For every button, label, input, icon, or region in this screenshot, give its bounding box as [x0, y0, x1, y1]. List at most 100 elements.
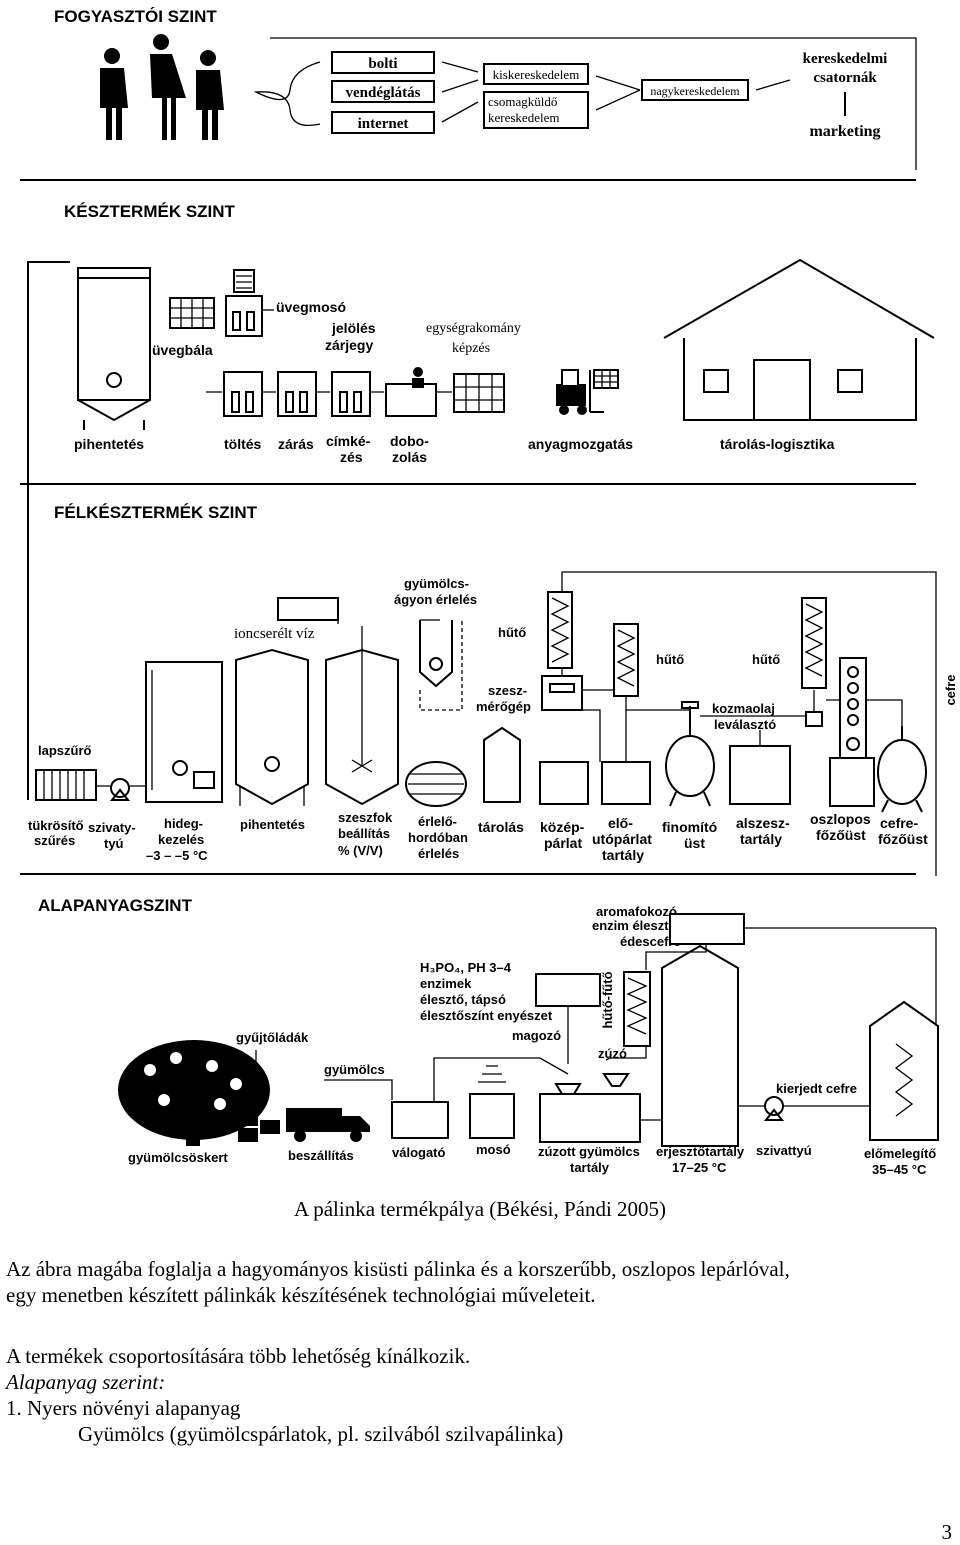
channel-box-internet — [331, 111, 435, 134]
level-title-finished: KÉSZTERMÉK SZINT — [64, 202, 236, 221]
wholesale-label: nagykereskedelem — [650, 84, 740, 98]
fermentation-tank — [661, 944, 739, 1147]
retail-label: kiskereskedelem — [493, 67, 580, 82]
wholesale-arrows — [595, 75, 641, 111]
channel-box-hospitality — [331, 80, 435, 103]
label-cold-1: hideg- — [164, 816, 203, 831]
consumer-figures — [100, 34, 224, 140]
label-heat-cool: hűtő-fűtő — [600, 971, 615, 1028]
label-aroma-1: aromafokozó — [596, 904, 677, 919]
label-closing: zárás — [278, 436, 314, 452]
label-storage-logistics: tárolás-logisztika — [720, 436, 835, 452]
heat-cool-coil — [623, 971, 651, 1047]
label-orchard: gyümölcsöskert — [128, 1150, 228, 1165]
label-fruit-bed-1: gyümölcs- — [404, 576, 469, 591]
bottle-washer-icon — [225, 269, 263, 337]
label-pump-1: szivaty- — [88, 820, 136, 835]
label-storing: tárolás — [478, 819, 524, 835]
label-bottle-washer: üvegmosó — [276, 299, 346, 315]
label-middle-2: párlat — [544, 835, 582, 851]
label-additives-1: H₃PO₄, PH 3–4 — [420, 960, 512, 975]
label-additives-2: enzimek — [420, 976, 472, 991]
mail-order-box — [483, 91, 589, 129]
trade-channels-2: csatornák — [813, 70, 877, 86]
maturation-barrel — [405, 761, 467, 807]
fruit-bed-tank — [419, 620, 463, 711]
label-crates: gyűjtőládák — [236, 1030, 309, 1045]
aroma-dosing-box — [669, 913, 745, 945]
label-labeling-op-1: címké- — [326, 433, 371, 449]
cooler-coil-1 — [547, 591, 573, 669]
label-resting: pihentetés — [74, 436, 144, 452]
label-mirror-1: tükrösítő — [28, 818, 84, 833]
paragraph-2-text: A termékek csoportosítására több lehetős… — [6, 1344, 471, 1368]
label-fruit: gyümölcs — [324, 1062, 385, 1077]
raw-top-pipes — [645, 927, 937, 1000]
crushed-fruit-tank — [539, 1073, 641, 1143]
label-preheat-2: 35–45 °C — [872, 1162, 927, 1177]
semi-connecting-pipes — [561, 668, 903, 762]
trade-arrow — [755, 79, 791, 91]
subheading-raw-material: Alapanyag szerint: — [6, 1370, 166, 1394]
label-cooler-1: hűtő — [498, 625, 526, 640]
label-low-tank-2: tartály — [740, 831, 782, 847]
delivery-truck-icon — [286, 1108, 370, 1142]
label-spent-mash: kierjedt cefre — [776, 1081, 857, 1096]
label-bottle-bale: üvegbála — [152, 342, 213, 358]
paragraph-2: A termékek csoportosítására több lehetős… — [6, 1343, 956, 1447]
label-resting-semi: pihentetés — [240, 817, 305, 832]
label-filling: töltés — [224, 436, 262, 452]
storage-tank — [483, 726, 521, 803]
label-sorter: válogató — [392, 1145, 446, 1160]
paragraph-1-line-1: Az ábra magába foglalja a hagyományos ki… — [6, 1257, 790, 1281]
label-labeling-op-2: zés — [340, 449, 363, 465]
sorting-table — [391, 1101, 449, 1139]
channel-arrows — [441, 61, 479, 123]
raw-conveyor-lines — [433, 1046, 647, 1102]
label-unit-load-1: egységrakomány — [426, 321, 521, 336]
fusel-separator — [805, 711, 823, 727]
paragraph-1-line-2: egy menetben készített pálinkák készítés… — [6, 1283, 596, 1307]
pump-icon-raw — [763, 1096, 785, 1121]
semi-to-finished-line — [27, 261, 70, 800]
label-column-1: oszlopos — [810, 811, 871, 827]
label-preheat-1: előmelegítő — [864, 1146, 936, 1161]
labeling-station — [331, 371, 371, 417]
level-title-consumer: FOGYASZTÓI SZINT — [54, 7, 217, 26]
list-item-1-sub: Gyümölcs (gyümölcspárlatok, pl. szilvábó… — [78, 1422, 564, 1446]
label-fusel-1: kozmaolaj — [712, 701, 775, 716]
retail-box — [483, 63, 589, 85]
mail-order-label-1: csomagküldő — [488, 94, 557, 109]
ion-water-box — [277, 597, 339, 621]
label-boxing-2: zolás — [392, 449, 427, 465]
unit-load-pallet — [453, 373, 505, 413]
label-boxing-1: dobo- — [390, 433, 429, 449]
label-alc-meter-1: szesz- — [488, 683, 527, 698]
label-destoner: magozó — [512, 1028, 561, 1043]
bottle-bale-icon — [169, 297, 215, 329]
list-item-1: 1. Nyers növényi alapanyag — [6, 1396, 241, 1420]
label-ferment-1: erjesztőtartály — [656, 1144, 745, 1159]
label-crushed-2: tartály — [570, 1160, 610, 1175]
low-wine-tank — [729, 745, 791, 805]
channel-hospitality: vendéglátás — [346, 85, 421, 101]
pump-icon-semi — [109, 778, 131, 801]
warehouse-icon — [663, 258, 935, 421]
label-refiner-1: finomító — [662, 819, 717, 835]
cold-treatment-tank — [145, 661, 223, 803]
consumer-feedback-line — [270, 37, 917, 170]
channels-brace — [253, 61, 321, 127]
channel-internet: internet — [358, 116, 409, 132]
mash-still — [877, 726, 927, 813]
label-abv-2: beállítás — [338, 826, 390, 841]
label-pump-2: tyú — [104, 836, 124, 851]
label-alc-meter-2: mérőgép — [476, 699, 531, 714]
cooler-coil-3 — [801, 597, 827, 689]
channel-shop: bolti — [368, 56, 397, 72]
cooler-coil-2 — [613, 623, 639, 697]
label-fusel-2: leválasztó — [714, 717, 776, 732]
label-aroma-2: enzim élesztő — [592, 918, 677, 933]
label-ion-water: ioncserélt víz — [234, 626, 315, 642]
column-still — [829, 757, 875, 807]
label-mash-still-1: cefre- — [880, 815, 918, 831]
